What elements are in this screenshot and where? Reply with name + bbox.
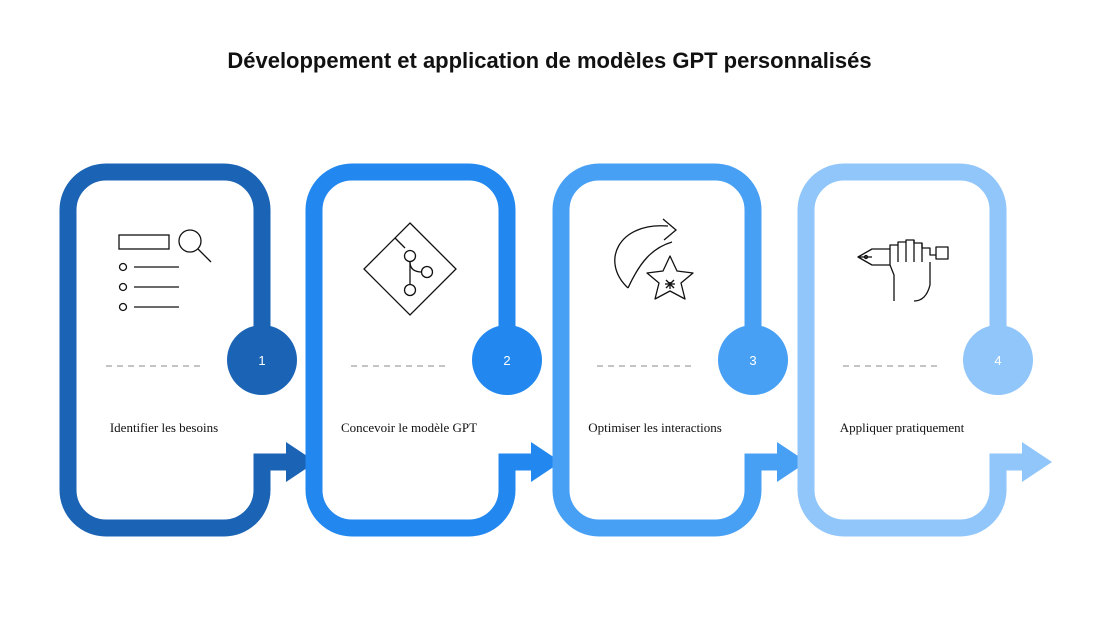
search-list-icon [118,229,212,312]
step-4-label: Appliquer pratiquement [839,420,965,435]
step-2-frame [305,163,533,537]
step-2-arrow-head [531,442,561,482]
step-1: 1 [59,163,316,537]
step-1-frame [59,163,288,537]
step-4: 4 [797,163,1052,537]
step-1-number-badge [227,325,297,395]
leaf-star-icon [614,218,694,300]
step-2-label: Concevoir le modèle GPT [340,420,478,435]
step-2: 2 [305,163,561,537]
step-2-number: 2 [503,353,510,368]
step-3: 3 [552,163,807,537]
hand-pen-icon [857,239,949,302]
step-3-label: Optimiser les interactions [588,420,722,435]
step-1-arrow-head [286,442,316,482]
page-title: Développement et application de modèles … [227,48,872,73]
git-branch-diamond-icon [363,222,457,316]
step-2-number-badge [472,325,542,395]
step-3-frame [552,163,779,537]
step-4-frame [797,163,1024,537]
step-4-number: 4 [994,353,1001,368]
step-4-number-badge [963,325,1033,395]
step-3-number: 3 [749,353,756,368]
step-3-arrow-head [777,442,807,482]
step-3-number-badge [718,325,788,395]
step-4-arrow-head [1022,442,1052,482]
step-1-label: Identifier les besoins [109,420,219,435]
step-1-number: 1 [258,353,265,368]
